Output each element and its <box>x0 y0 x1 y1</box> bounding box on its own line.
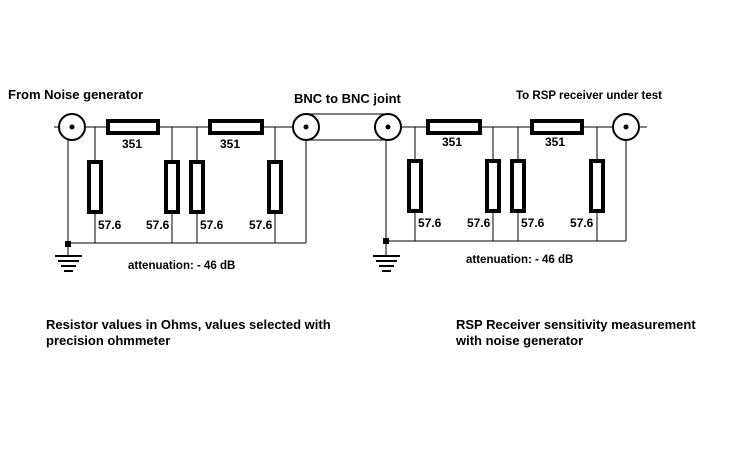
attenuation-label-left: attenuation: - 46 dB <box>128 260 235 272</box>
shunt-resistor-value: 57.6 <box>146 218 170 232</box>
shunt-resistor-value: 57.6 <box>200 218 224 232</box>
shunt-resistor <box>164 160 180 214</box>
bnc-connector-right-in <box>374 113 402 141</box>
shunt-resistor <box>589 159 605 213</box>
shunt-resistor <box>87 160 103 214</box>
bnc-connector-left-out <box>292 113 320 141</box>
shunt-resistor <box>510 159 526 213</box>
series-resistor <box>106 119 160 135</box>
series-resistor-value: 351 <box>545 135 565 149</box>
measurement-note-line1: RSP Receiver sensitivity measurement <box>456 317 696 332</box>
left-attenuator: 351 351 57.6 57.6 57.6 57.6 <box>54 113 320 272</box>
series-resistor <box>530 119 584 135</box>
resistor-note-line1: Resistor values in Ohms, values selected… <box>46 317 331 332</box>
measurement-note-line2: with noise generator <box>455 333 583 348</box>
series-resistor <box>208 119 264 135</box>
destination-label: To RSP receiver under test <box>516 90 662 102</box>
right-attenuator: 351 351 57.6 57.6 57.6 57.6 <box>373 113 647 272</box>
shunt-resistor-value: 57.6 <box>467 216 491 230</box>
bnc-connector-input <box>54 113 86 141</box>
series-resistor <box>426 119 482 135</box>
bnc-connector-output <box>612 113 647 141</box>
resistor-note-line2: precision ohmmeter <box>46 333 170 348</box>
shunt-resistor <box>189 160 205 214</box>
series-resistor-value: 351 <box>220 137 240 151</box>
source-label: From Noise generator <box>8 87 143 102</box>
shunt-resistor-value: 57.6 <box>570 216 594 230</box>
shunt-resistor-value: 57.6 <box>418 216 442 230</box>
bnc-joint-cable <box>306 113 388 141</box>
attenuation-label-right: attenuation: - 46 dB <box>466 254 573 266</box>
shunt-resistor-value: 57.6 <box>98 218 122 232</box>
joint-label: BNC to BNC joint <box>294 91 402 106</box>
series-resistor-value: 351 <box>122 137 142 151</box>
shunt-resistor <box>485 159 501 213</box>
shunt-resistor <box>407 159 423 213</box>
series-resistor-value: 351 <box>442 135 462 149</box>
ground-symbol <box>373 255 400 272</box>
shunt-resistor <box>267 160 283 214</box>
shunt-resistor-value: 57.6 <box>249 218 273 232</box>
ground-symbol <box>55 255 82 272</box>
shunt-resistor-value: 57.6 <box>521 216 545 230</box>
